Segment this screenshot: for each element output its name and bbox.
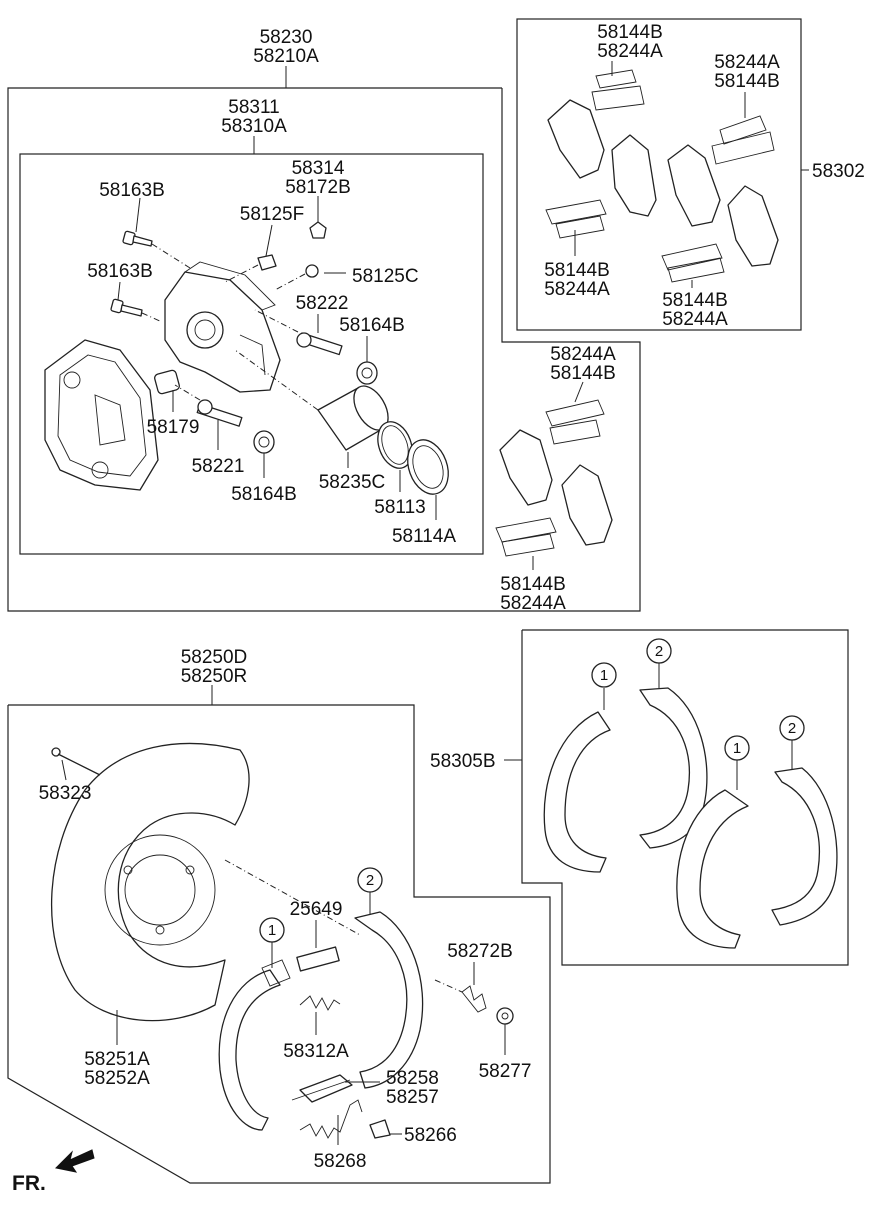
screw-part xyxy=(51,747,101,776)
piston-boot-part xyxy=(407,439,449,495)
front-arrow-icon xyxy=(54,1149,95,1173)
label-caliper-assy: 58230 xyxy=(260,27,313,48)
svg-text:2: 2 xyxy=(788,720,796,737)
leader-lines xyxy=(61,61,793,1145)
pin-lower-part xyxy=(174,384,243,427)
label-mid-clip-top: 58144B xyxy=(550,363,616,384)
label-guide-upper: 58125F xyxy=(240,204,304,225)
backplate-frame xyxy=(7,685,551,1184)
clip-part xyxy=(369,1119,391,1139)
label-mid-clip-bot: 58144B xyxy=(500,574,566,595)
front-direction-indicator: FR. xyxy=(12,1149,95,1195)
bushing-part xyxy=(154,369,180,395)
svg-text:2: 2 xyxy=(366,872,374,889)
pad-kit-frame xyxy=(516,18,809,331)
boot-upper-part xyxy=(356,361,378,385)
svg-text:1: 1 xyxy=(733,740,741,757)
label-piston: 58235C xyxy=(319,472,386,493)
label-bushing: 58179 xyxy=(147,417,200,438)
washer-part xyxy=(496,1007,514,1025)
label-caliper-body: 58310A xyxy=(221,116,287,137)
bolt-lower-part xyxy=(110,298,163,323)
pin-upper-part xyxy=(254,309,343,356)
shoe-callout-1: 1 xyxy=(259,917,285,943)
label-tr-clip-right: 58244A xyxy=(714,52,780,73)
adjuster-part xyxy=(296,946,340,972)
label-bleeder: 58314 xyxy=(292,158,345,179)
label-dust-shield: 58251A xyxy=(84,1049,150,1070)
label-lever: 58258 xyxy=(386,1068,439,1089)
label-tr-clip-left: 58144B xyxy=(544,260,610,281)
bolt-upper-part xyxy=(122,230,191,269)
label-bolt-lower: 58163B xyxy=(87,261,153,282)
caliper-housing xyxy=(164,261,281,393)
label-spring-adj: 58312A xyxy=(283,1041,349,1062)
callout-circles: 1 2 1 2 2 1 xyxy=(259,638,805,943)
boot-lower-part xyxy=(253,430,275,454)
svg-text:2: 2 xyxy=(655,643,663,660)
bleeder-part xyxy=(309,221,327,239)
label-backplate: 58250D xyxy=(181,647,248,668)
park-shoe-upper-part xyxy=(354,911,424,1089)
label-clip: 58266 xyxy=(404,1125,457,1146)
label-guide-cap: 58125C xyxy=(352,266,419,287)
lever-part xyxy=(291,1074,353,1103)
label-bleeder: 58172B xyxy=(285,177,351,198)
label-boot-upper: 58164B xyxy=(339,315,405,336)
label-pin-upper: 58222 xyxy=(296,293,349,314)
label-tr-clip-bot: 58244A xyxy=(662,309,728,330)
seal-part xyxy=(377,421,413,469)
label-caliper-body: 58311 xyxy=(228,97,279,118)
shoe-callout-2: 2 xyxy=(779,715,805,741)
spring-upper-part xyxy=(434,979,487,1013)
spring-lower-part xyxy=(299,1099,363,1139)
label-caliper-assy: 58210A xyxy=(253,46,319,67)
label-pin-lower: 58221 xyxy=(192,456,245,477)
mid-pads xyxy=(495,399,613,557)
label-dust-shield: 58252A xyxy=(84,1068,150,1089)
guide-cap-part xyxy=(274,264,319,291)
shoe-kit-frame xyxy=(504,629,849,966)
label-pad-kit: 58302 xyxy=(812,161,865,182)
part-labels: 58230 58210A 58311 58310A 58314 58172B 5… xyxy=(39,22,865,1172)
guide-upper-part xyxy=(224,254,277,283)
label-tr-clip-bot: 58144B xyxy=(662,290,728,311)
svg-text:1: 1 xyxy=(600,667,608,684)
label-piston-boot: 58114A xyxy=(392,526,456,547)
label-spring-lower: 58268 xyxy=(314,1151,367,1172)
svg-text:1: 1 xyxy=(268,922,276,939)
park-shoe-lower-part xyxy=(218,959,291,1131)
label-bolt-upper: 58163B xyxy=(99,180,165,201)
label-washer: 58277 xyxy=(479,1061,532,1082)
label-tr-clip-top: 58244A xyxy=(597,41,663,62)
shoe-callout-1: 1 xyxy=(591,662,617,688)
shoe-callout-2: 2 xyxy=(357,867,383,893)
caliper-body-frame xyxy=(19,136,484,555)
piston-part xyxy=(234,349,389,451)
label-tr-clip-right: 58144B xyxy=(714,71,780,92)
shoe-callout-1: 1 xyxy=(724,735,750,761)
dust-shield-part xyxy=(50,742,361,1022)
label-backplate: 58250R xyxy=(181,666,248,687)
label-spring-upper: 58272B xyxy=(447,941,513,962)
pad-kit-pads xyxy=(545,69,779,283)
label-lever: 58257 xyxy=(386,1087,439,1108)
label-shoe-kit: 58305B xyxy=(430,751,496,772)
label-screw: 58323 xyxy=(39,783,92,804)
label-tr-clip-top: 58144B xyxy=(597,22,663,43)
label-tr-clip-left: 58244A xyxy=(544,279,610,300)
caliper-assembly-frame xyxy=(7,66,641,612)
label-boot-lower: 58164B xyxy=(231,484,297,505)
label-adjuster: 25649 xyxy=(290,899,343,920)
label-seal: 58113 xyxy=(374,497,425,518)
caliper-bracket xyxy=(44,339,159,491)
label-mid-clip-top: 58244A xyxy=(550,344,616,365)
spring-adj-part xyxy=(299,995,341,1011)
shoe-kit-shoes xyxy=(543,687,838,949)
shoe-callout-2: 2 xyxy=(646,638,672,664)
front-label: FR. xyxy=(12,1172,46,1195)
label-mid-clip-bot: 58244A xyxy=(500,593,566,614)
